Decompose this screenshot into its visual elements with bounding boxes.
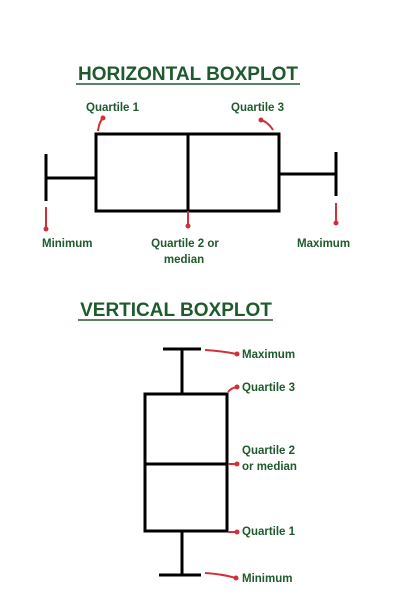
vertical-quartile3-label: Quartile 3 [242,382,295,394]
vertical-minimum-label: Minimum [242,573,292,585]
vertical-quartile3-dot [234,384,240,390]
horizontal-maximum-dot [333,220,339,226]
horizontal-quartile3-dot [258,117,264,123]
vertical-minimum-dot [233,575,239,581]
vertical-boxplot: VERTICAL BOXPLOT Maximum Quartile 3 Quar… [78,300,297,585]
horizontal-boxplot-title: HORIZONTAL BOXPLOT [78,64,298,85]
vertical-median-dot [234,461,240,467]
horizontal-boxplot: HORIZONTAL BOXPLOT Quartile 1 Quartile 3… [42,64,350,266]
horizontal-median-label-line1: Quartile 2 or [151,238,219,250]
horizontal-maximum-label: Maximum [297,238,350,250]
vertical-maximum-label: Maximum [242,349,295,361]
horizontal-quartile3-label: Quartile 3 [231,102,284,114]
horizontal-quartile1-label: Quartile 1 [86,102,140,114]
vertical-median-label-line1: Quartile 2 [242,445,295,457]
vertical-quartile1-dot [234,529,240,535]
vertical-maximum-dot [234,351,240,357]
horizontal-minimum-label: Minimum [42,238,92,250]
horizontal-median-label-line2: median [164,254,204,266]
vertical-minimum-pointer [204,572,237,579]
vertical-median-label-line2: or median [242,461,297,473]
vertical-quartile1-label: Quartile 1 [242,526,296,538]
vertical-boxplot-title: VERTICAL BOXPLOT [80,300,272,321]
horizontal-median-dot [185,223,191,229]
vertical-maximum-pointer [204,349,238,355]
horizontal-quartile1-dot [100,115,106,121]
horizontal-minimum-dot [43,226,49,232]
